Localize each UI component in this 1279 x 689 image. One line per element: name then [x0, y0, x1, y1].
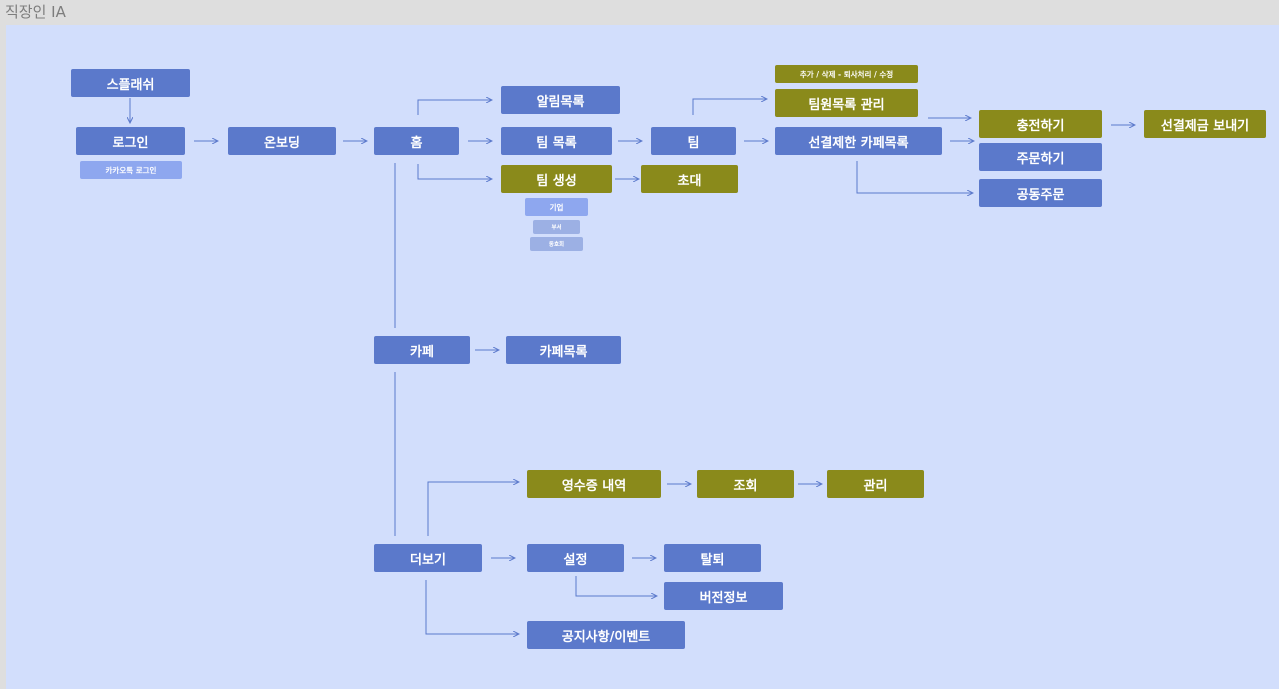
- node-cafe[interactable]: 카페: [374, 336, 470, 364]
- arrow-more-notices: [425, 580, 519, 634]
- node-lookup[interactable]: 조회: [697, 470, 794, 498]
- node-kakao-login[interactable]: 카카오톡 로그인: [80, 161, 182, 179]
- node-team[interactable]: 팀: [651, 127, 736, 155]
- node-charge[interactable]: 충전하기: [979, 110, 1102, 138]
- node-invite[interactable]: 초대: [641, 165, 738, 193]
- node-cafe-list[interactable]: 카페목록: [506, 336, 621, 364]
- arrow-team-membermanage: [692, 99, 767, 115]
- node-order[interactable]: 주문하기: [979, 143, 1102, 171]
- arrow-home-teamcreate: [417, 164, 492, 179]
- node-company[interactable]: 기업: [525, 198, 588, 216]
- node-notices[interactable]: 공지사항/이벤트: [527, 621, 685, 649]
- node-department[interactable]: 부서: [533, 220, 580, 234]
- node-login[interactable]: 로그인: [76, 127, 185, 155]
- node-notifications[interactable]: 알림목록: [501, 86, 620, 114]
- node-club[interactable]: 동호회: [530, 237, 583, 251]
- node-member-manage[interactable]: 팀원목록 관리: [775, 89, 918, 117]
- node-group-order[interactable]: 공동주문: [979, 179, 1102, 207]
- node-team-list[interactable]: 팀 목록: [501, 127, 612, 155]
- node-manage[interactable]: 관리: [827, 470, 924, 498]
- node-send-prepaid[interactable]: 선결제금 보내기: [1144, 110, 1266, 138]
- node-member-actions[interactable]: 추가 / 삭제 - 퇴사처리 / 수정: [775, 65, 918, 83]
- arrow-prepaid-grouporder: [856, 161, 973, 193]
- node-withdraw[interactable]: 탈퇴: [664, 544, 761, 572]
- node-settings[interactable]: 설정: [527, 544, 624, 572]
- node-onboarding[interactable]: 온보딩: [228, 127, 336, 155]
- node-home[interactable]: 홈: [374, 127, 459, 155]
- node-splash[interactable]: 스플래쉬: [71, 69, 190, 97]
- node-team-create[interactable]: 팀 생성: [501, 165, 612, 193]
- node-receipts[interactable]: 영수증 내역: [527, 470, 661, 498]
- frame-title: 직장인 IA: [5, 3, 66, 21]
- arrow-home-notifications: [417, 100, 492, 115]
- node-version[interactable]: 버전정보: [664, 582, 783, 610]
- node-more[interactable]: 더보기: [374, 544, 482, 572]
- arrow-more-receipts: [427, 482, 519, 536]
- node-prepaid-cafes[interactable]: 선결제한 카페목록: [775, 127, 942, 155]
- arrow-settings-version: [575, 576, 657, 596]
